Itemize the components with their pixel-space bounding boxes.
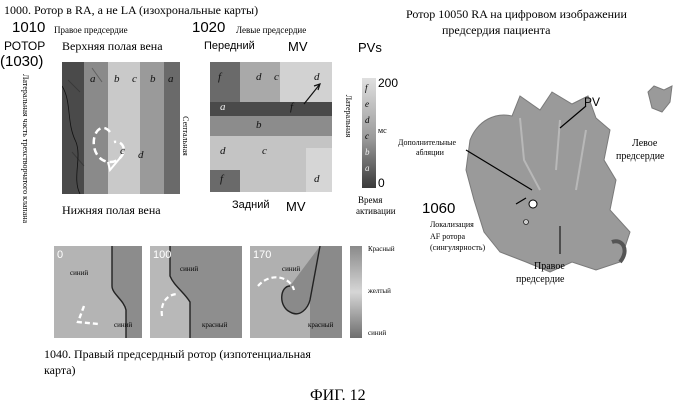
legend-yellow: желтый xyxy=(368,288,391,295)
ref-1060: 1060 xyxy=(422,201,455,216)
frame0-blue-top: синий xyxy=(70,270,88,277)
isopotential-frame-170: 170 синий красный xyxy=(250,246,342,338)
frame1-red: красный xyxy=(202,322,227,329)
frame2-blue-top: синий xyxy=(282,266,300,273)
frame1-blue-top: синий xyxy=(180,266,198,273)
rotor-localization-line2: AF ротора xyxy=(430,233,465,241)
left-atrium-image-line1: Левое xyxy=(632,139,657,149)
isopotential-caption-line2: карта) xyxy=(44,364,76,376)
figure-label: ФИГ. 12 xyxy=(310,388,366,404)
frame2-red: красный xyxy=(308,322,333,329)
additional-ablations-line2: абляции xyxy=(416,149,444,157)
additional-ablations-line1: Дополнительные xyxy=(398,139,456,147)
right-atrium-image-line2: предсердие xyxy=(516,275,565,285)
isopotential-caption-line1: 1040. Правый предсердный ротор (изпотенц… xyxy=(44,348,311,360)
frame-time-170: 170 xyxy=(253,250,271,261)
isopotential-frame-0: 0 синий синий xyxy=(54,246,142,338)
rotor-localization-line3: (сингулярность) xyxy=(430,244,485,252)
isopotential-legend-bar xyxy=(350,246,362,338)
isopotential-frame-100: 100 синий красный xyxy=(150,246,242,338)
frame-time-0: 0 xyxy=(57,250,63,261)
right-atrium-image-line1: Правое xyxy=(534,262,565,272)
left-atrium-image-line2: предсердие xyxy=(616,152,665,162)
pv-label: PV xyxy=(584,96,600,108)
legend-red: Красный xyxy=(368,246,395,253)
frame-time-100: 100 xyxy=(153,250,171,261)
rotor-localization-line1: Локализация xyxy=(430,221,474,229)
frame0-blue-bottom: синий xyxy=(114,322,132,329)
legend-blue: синий xyxy=(368,330,386,337)
